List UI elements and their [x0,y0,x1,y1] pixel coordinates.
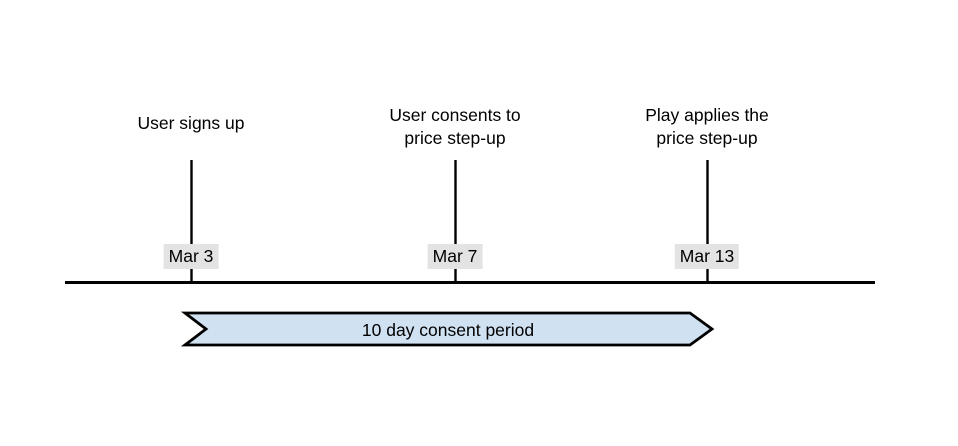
event-label-line-1: User consents to [389,105,521,125]
event-label-line-2: price step-up [656,128,758,148]
event-date-user-signs-up: Mar 3 [163,244,219,269]
event-label-line-2: price step-up [404,128,506,148]
consent-period-banner-shape [180,311,715,347]
event-label-user-signs-up: User signs up [137,113,245,133]
consent-period-banner-label: 10 day consent period [361,320,535,340]
event-date-user-consents: Mar 7 [427,244,483,269]
event-date-play-applies-step-up: Mar 13 [674,244,740,269]
event-label-user-consents: User consents to price step-up [389,104,520,150]
event-label-line-1: Play applies the [645,105,769,125]
event-label-play-applies-step-up: Play applies the price step-up [645,104,769,150]
